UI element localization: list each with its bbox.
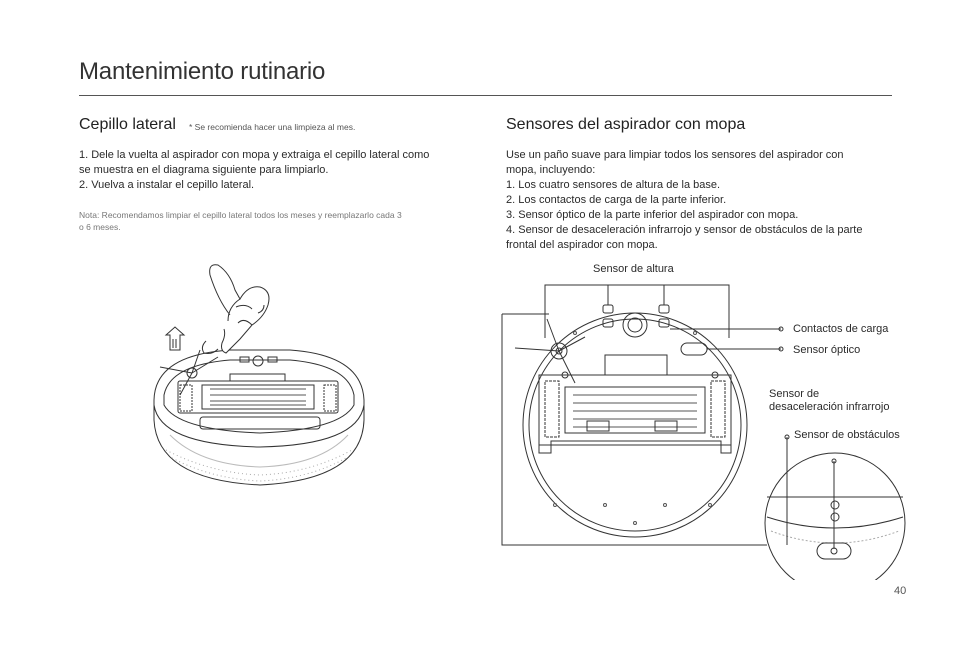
instruction-line: 1. Los cuatro sensores de altura de la b… — [506, 179, 721, 191]
step-line: se muestra en el diagrama siguiente para… — [79, 164, 329, 176]
instruction-line: 2. Los contactos de carga de la parte in… — [506, 194, 727, 206]
note-line: Nota: Recomendamos limpiar el cepillo la… — [79, 210, 402, 220]
label-height-sensor: Sensor de altura — [593, 263, 674, 275]
instruction-line: mopa, incluyendo: — [506, 164, 596, 176]
section-heading-side-brush: Cepillo lateral — [79, 116, 176, 133]
label-ir-sensor-line: Sensor de — [769, 388, 820, 400]
label-ir-sensor-line: desaceleración infrarrojo — [769, 401, 890, 413]
side-brush-removal-illustration — [153, 264, 365, 486]
page-title: Mantenimiento rutinario — [79, 58, 326, 85]
side-brush-steps: 1. Dele la vuelta al aspirador con mopa … — [79, 148, 429, 193]
instruction-line: Use un paño suave para limpiar todos los… — [506, 149, 844, 161]
label-ir-sensor: Sensor de desaceleración infrarrojo — [769, 388, 889, 414]
page-number: 40 — [894, 585, 907, 597]
step-line: 1. Dele la vuelta al aspirador con mopa … — [79, 149, 430, 161]
arrow-up-icon — [164, 326, 186, 351]
instruction-line: frontal del aspirador con mopa. — [506, 239, 658, 251]
title-divider — [79, 95, 892, 96]
side-brush-note: Nota: Recomendamos limpiar el cepillo la… — [79, 209, 402, 233]
cleaning-recommendation: * Se recomienda hacer una limpieza al me… — [189, 122, 356, 132]
step-line: 2. Vuelva a instalar el cepillo lateral. — [79, 179, 255, 191]
sensors-instructions: Use un paño suave para limpiar todos los… — [506, 148, 863, 253]
note-line: o 6 meses. — [79, 222, 121, 232]
section-heading-sensors: Sensores del aspirador con mopa — [506, 116, 746, 133]
label-obstacle-sensor: Sensor de obstáculos — [794, 429, 900, 441]
sensors-diagram — [501, 284, 906, 580]
label-charging-contacts: Contactos de carga — [793, 323, 889, 335]
instruction-line: 4. Sensor de desaceleración infrarrojo y… — [506, 224, 863, 236]
instruction-line: 3. Sensor óptico de la parte inferior de… — [506, 209, 799, 221]
label-optical-sensor: Sensor óptico — [793, 344, 861, 356]
